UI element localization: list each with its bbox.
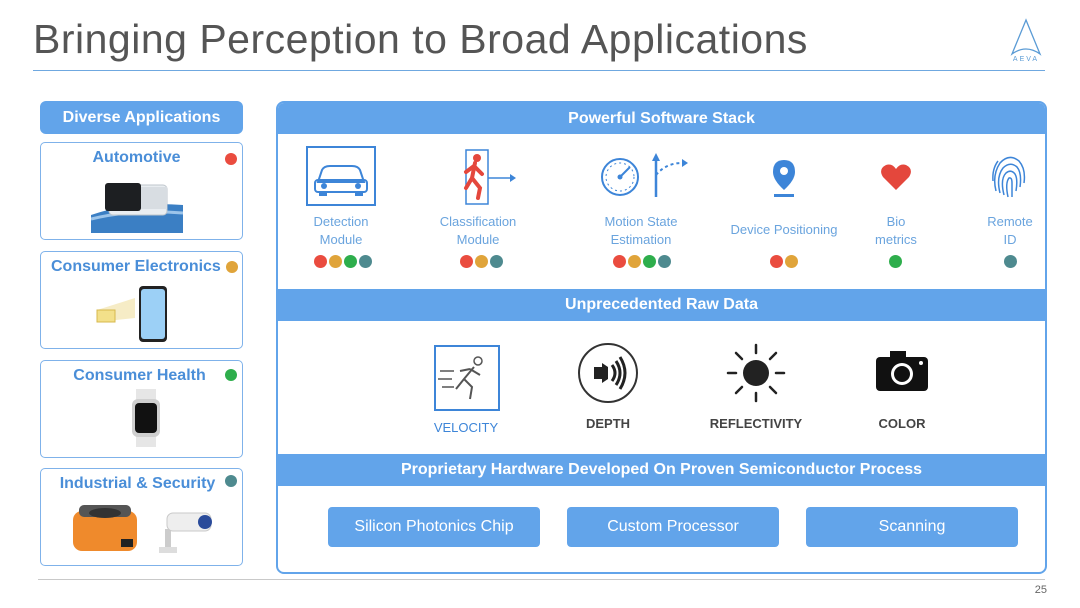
dot-red <box>460 255 473 268</box>
module-label-line1: Remote <box>987 214 1033 229</box>
dot-red <box>770 255 783 268</box>
module-dots <box>889 255 902 268</box>
lidar-sensor-car-icon <box>91 183 183 233</box>
dot-orange <box>475 255 488 268</box>
dot-green <box>889 255 902 268</box>
dot-teal <box>490 255 503 268</box>
dot-green <box>344 255 357 268</box>
smartwatch-icon <box>132 389 160 447</box>
raw-label-velocity: VELOCITY <box>433 420 499 435</box>
module-label-line2: Module <box>456 232 500 247</box>
module-label-line2: metrics <box>875 232 917 247</box>
depth-icon <box>578 343 638 403</box>
robot-and-camera-icon <box>73 505 212 553</box>
footer-divider <box>38 579 1045 580</box>
module-label-line1: Detection <box>313 214 369 229</box>
module-label-line2: Estimation <box>610 232 672 247</box>
module-label-line2: ID <box>1003 232 1017 247</box>
app-card-automotive: Automotive <box>40 142 243 240</box>
title-divider <box>33 70 1045 71</box>
heart-icon <box>881 164 911 190</box>
module-dots <box>1004 255 1017 268</box>
page-number: 25 <box>1034 584 1047 596</box>
module-label-line1: Classification <box>439 214 517 229</box>
app-card-consumer-electronics: Consumer Electronics <box>40 251 243 349</box>
app-card-label: Automotive <box>92 149 181 166</box>
dot-teal <box>658 255 671 268</box>
dot-orange <box>329 255 342 268</box>
dot-green <box>643 255 656 268</box>
app-dot <box>226 261 238 273</box>
scanning-button[interactable]: Scanning <box>806 507 1018 547</box>
app-card-label: Consumer Health <box>73 367 206 384</box>
module-label-line1: Device Positioning <box>730 222 838 237</box>
dot-orange <box>785 255 798 268</box>
car-icon <box>306 146 376 206</box>
camera-icon <box>876 351 928 391</box>
silicon-photonics-chip-button[interactable]: Silicon Photonics Chip <box>328 507 540 547</box>
dot-red <box>314 255 327 268</box>
velocity-icon <box>434 345 500 411</box>
module-label-line1: Bio <box>886 214 906 229</box>
smartphone-icon <box>96 286 167 342</box>
logo-text: AEVA <box>1012 56 1040 63</box>
raw-label-color: COLOR <box>878 416 926 431</box>
app-card-label: Industrial & Security <box>59 475 216 492</box>
software-stack-header: Powerful Software Stack <box>278 103 1045 134</box>
app-card-consumer-health: Consumer Health <box>40 360 243 458</box>
app-dot <box>225 153 237 165</box>
dot-red <box>613 255 626 268</box>
diverse-applications-header: Diverse Applications <box>40 101 243 134</box>
module-dots <box>314 255 372 268</box>
app-dot <box>225 475 237 487</box>
module-label-line2: Module <box>319 232 363 247</box>
module-label-line1: Motion State <box>604 214 678 229</box>
module-dots <box>770 255 798 268</box>
fingerprint-icon <box>992 156 1026 198</box>
sun-icon <box>726 343 786 403</box>
speedometer-icon <box>601 153 688 197</box>
hardware-header: Proprietary Hardware Developed On Proven… <box>278 454 1045 486</box>
location-pin-icon <box>773 160 795 197</box>
custom-processor-button[interactable]: Custom Processor <box>567 507 779 547</box>
dot-teal <box>359 255 372 268</box>
raw-label-depth: DEPTH <box>585 416 631 431</box>
slide-title: Bringing Perception to Broad Application… <box>33 16 808 62</box>
aeva-logo-icon <box>1010 18 1042 56</box>
app-dot <box>225 369 237 381</box>
module-dots <box>613 255 671 268</box>
app-card-label: Consumer Electronics <box>51 258 221 275</box>
raw-label-reflectivity: REFLECTIVITY <box>709 416 803 431</box>
capabilities-panel: Powerful Software Stack Detection Module… <box>276 101 1047 574</box>
dot-teal <box>1004 255 1017 268</box>
raw-data-header: Unprecedented Raw Data <box>278 289 1045 321</box>
app-card-industrial-security: Industrial & Security <box>40 468 243 566</box>
dot-orange <box>628 255 641 268</box>
module-dots <box>460 255 503 268</box>
running-person-icon <box>464 149 516 205</box>
